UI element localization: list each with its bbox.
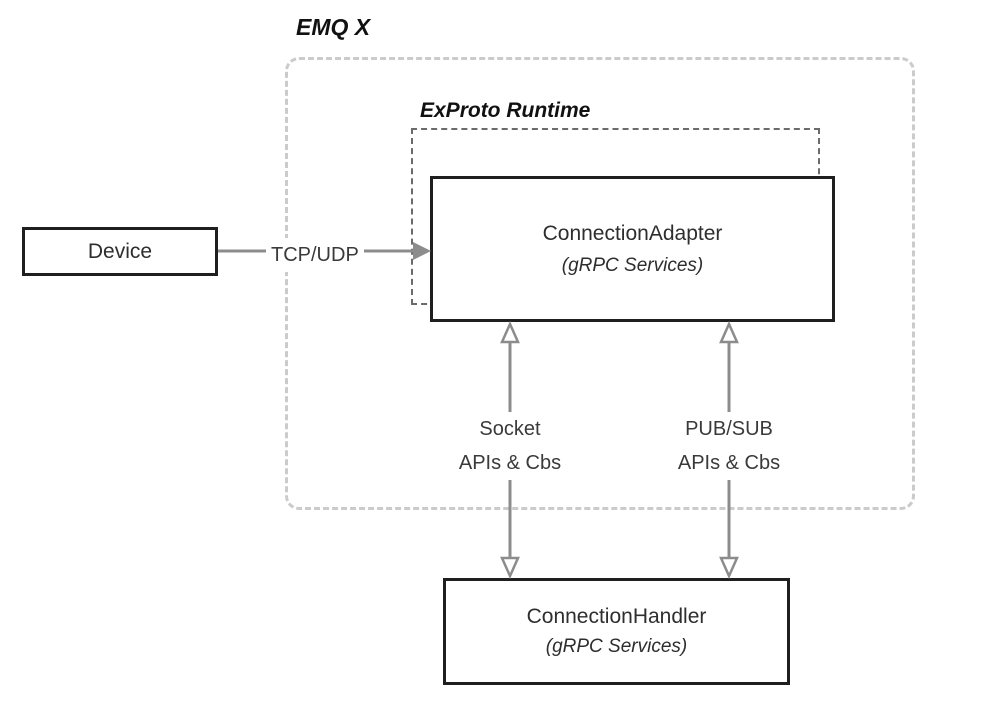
pubsub-edge-label-line1: PUB/SUB — [685, 418, 773, 440]
connection-adapter-title: ConnectionAdapter — [542, 221, 723, 245]
socket-arrowhead-down — [500, 556, 520, 580]
socket-edge-label-line2: APIs & Cbs — [458, 452, 562, 474]
connection-adapter-node: ConnectionAdapter (gRPC Services) — [430, 176, 835, 322]
exproto-runtime-label: ExProto Runtime — [420, 99, 591, 122]
emqx-group-label: EMQ X — [296, 14, 371, 40]
device-label: Device — [87, 239, 153, 263]
pubsub-edge-label-line2: APIs & Cbs — [677, 452, 781, 474]
device-node: Device — [22, 227, 218, 276]
tcp-udp-edge-label: TCP/UDP — [266, 238, 364, 272]
pubsub-edge-label: PUB/SUB APIs & Cbs — [657, 412, 801, 480]
emqx-group-box — [285, 57, 915, 510]
socket-edge-label-line1: Socket — [479, 418, 541, 440]
connection-adapter-subtitle: (gRPC Services) — [561, 254, 704, 276]
socket-edge-label: Socket APIs & Cbs — [448, 412, 572, 480]
connection-handler-title: ConnectionHandler — [526, 605, 707, 628]
connection-handler-node: ConnectionHandler (gRPC Services) — [443, 578, 790, 685]
connection-handler-subtitle: (gRPC Services) — [545, 636, 688, 657]
pubsub-arrowhead-down — [719, 556, 739, 580]
